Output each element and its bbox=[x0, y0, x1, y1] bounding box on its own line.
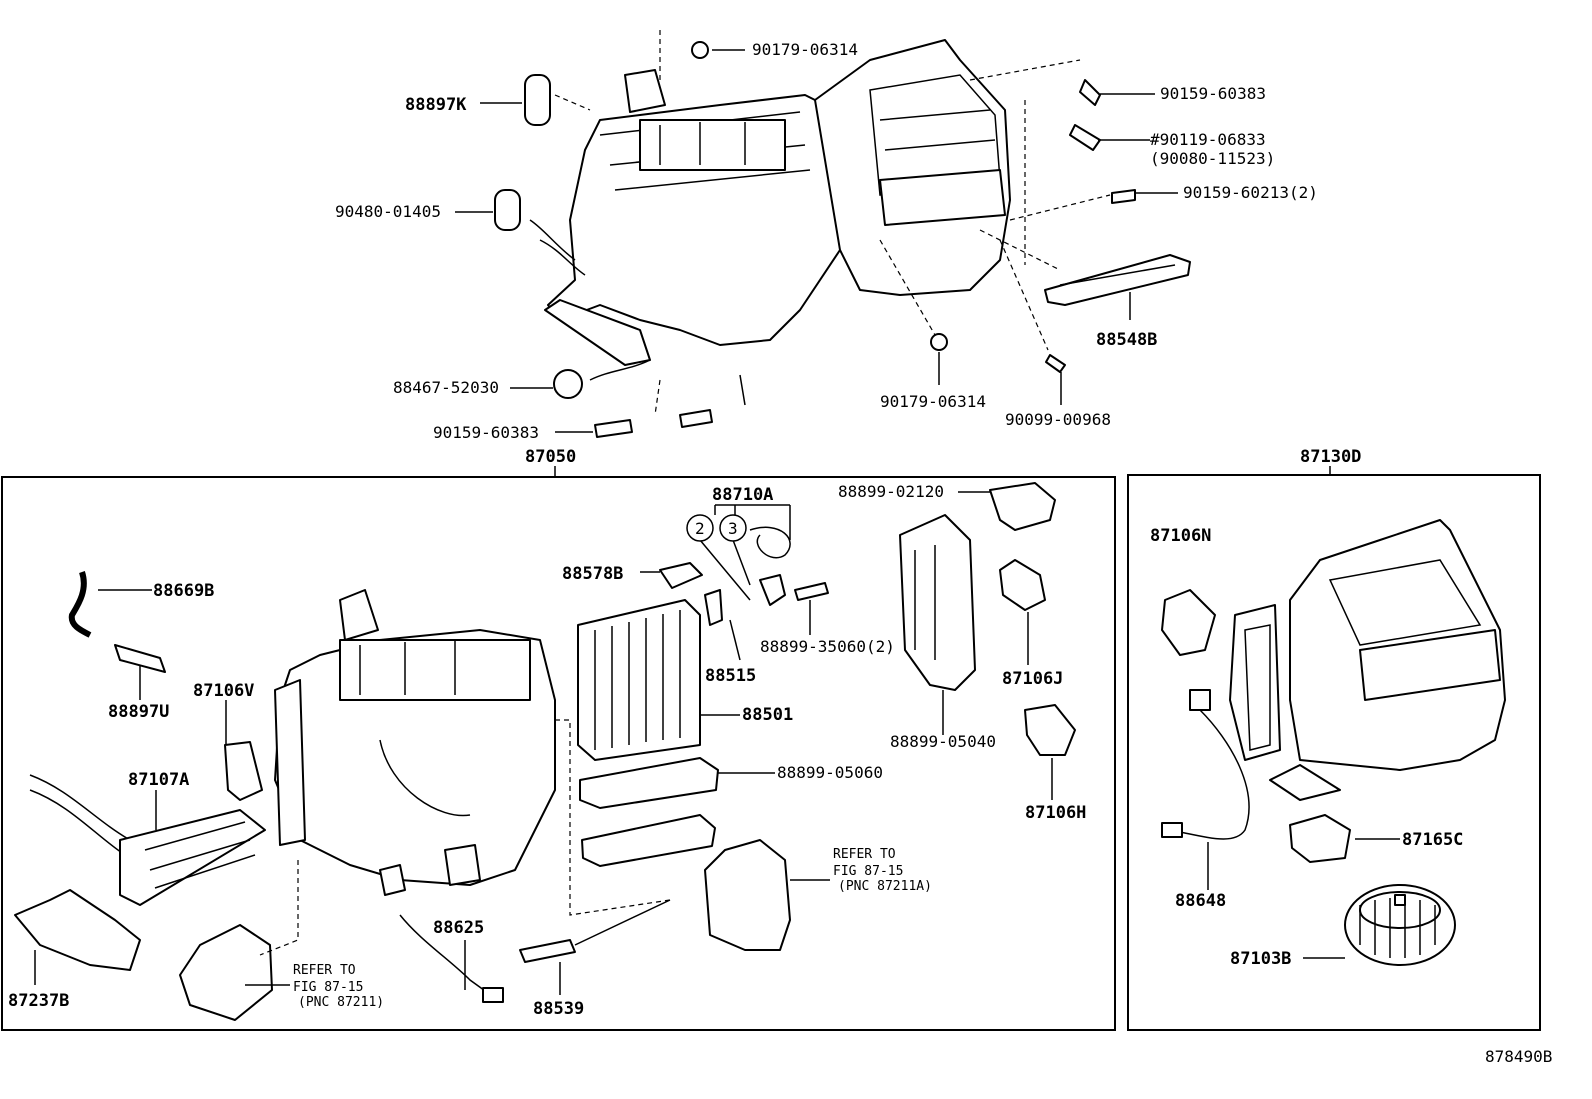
blower-assembly-drawing bbox=[1229, 519, 1506, 801]
lower-left-parts bbox=[14, 571, 504, 1021]
blower-box-parts bbox=[1161, 589, 1456, 966]
refer-note-right: REFER TO FIG 87-15 (PNC 87211A) bbox=[833, 847, 932, 894]
label-88548B: 88548B bbox=[1096, 330, 1157, 350]
diagram-id: 878490B bbox=[1485, 1047, 1552, 1066]
upper-fasteners bbox=[494, 41, 1136, 438]
refer-note-left: REFER TO FIG 87-15 (PNC 87211) bbox=[293, 963, 384, 1010]
label-87106J: 87106J bbox=[1002, 669, 1063, 689]
lower-unit-drawing bbox=[274, 589, 556, 896]
label-87103B: 87103B bbox=[1230, 949, 1291, 969]
label-87106H: 87106H bbox=[1025, 803, 1086, 823]
upper-unit-drawing bbox=[529, 39, 1191, 406]
label-90119-06833: #90119-06833 bbox=[1150, 130, 1266, 149]
label-87237B: 87237B bbox=[8, 991, 69, 1011]
label-87106V: 87106V bbox=[193, 681, 254, 701]
group-box-87130D bbox=[1127, 474, 1541, 1031]
label-87106N: 87106N bbox=[1150, 526, 1211, 546]
refer-right-line2: FIG 87-15 bbox=[833, 864, 903, 879]
upper-part-labels: 90179-06314 88897K 90159-60383 #90119-06… bbox=[335, 40, 1318, 442]
callouts: 2 3 bbox=[686, 514, 747, 542]
refer-left-line1: REFER TO bbox=[293, 963, 356, 978]
label-88899-35060: 88899-35060(2) bbox=[760, 637, 895, 656]
callout-2: 2 bbox=[695, 519, 705, 538]
label-87130D: 87130D bbox=[1300, 447, 1361, 467]
lower-middle-parts bbox=[519, 526, 829, 963]
label-87165C: 87165C bbox=[1402, 830, 1463, 850]
label-88625: 88625 bbox=[433, 918, 484, 938]
label-87107A: 87107A bbox=[128, 770, 189, 790]
callout-3: 3 bbox=[728, 519, 738, 538]
label-88467-52030: 88467-52030 bbox=[393, 378, 499, 397]
label-88539: 88539 bbox=[533, 999, 584, 1019]
refer-left-line2: FIG 87-15 bbox=[293, 980, 363, 995]
lower-right-column-parts bbox=[899, 482, 1076, 756]
group-box-87050 bbox=[1, 476, 1116, 1031]
label-88669B: 88669B bbox=[153, 581, 214, 601]
blower-box-leaders bbox=[1207, 838, 1400, 959]
blower-box-labels: 87106N 87165C 88648 87103B bbox=[1150, 526, 1463, 969]
lower-part-labels: 88710A 88899-02120 88578B 88669B 88897U … bbox=[8, 482, 1086, 1019]
label-88899-05060: 88899-05060 bbox=[777, 763, 883, 782]
label-90159-60383-top: 90159-60383 bbox=[1160, 84, 1266, 103]
label-88897K: 88897K bbox=[405, 95, 467, 115]
label-88515: 88515 bbox=[705, 666, 756, 686]
label-87050: 87050 bbox=[525, 447, 576, 467]
lower-leader-lines bbox=[34, 491, 1053, 995]
refer-left-line3: (PNC 87211) bbox=[298, 995, 384, 1010]
refer-right-line3: (PNC 87211A) bbox=[838, 879, 932, 894]
label-88899-02120: 88899-02120 bbox=[838, 482, 944, 501]
label-88648: 88648 bbox=[1175, 891, 1226, 911]
label-88710A: 88710A bbox=[712, 485, 773, 505]
label-90179-06314-top: 90179-06314 bbox=[752, 40, 858, 59]
upper-leader-lines bbox=[455, 49, 1178, 433]
upper-dashed-refs bbox=[554, 30, 1111, 416]
label-88501: 88501 bbox=[742, 705, 793, 725]
label-88899-05040: 88899-05040 bbox=[890, 732, 996, 751]
label-90179-06314-mid: 90179-06314 bbox=[880, 392, 986, 411]
label-90159-60383-bot: 90159-60383 bbox=[433, 423, 539, 442]
label-88578B: 88578B bbox=[562, 564, 623, 584]
label-90480-01405: 90480-01405 bbox=[335, 202, 441, 221]
label-90099-00968: 90099-00968 bbox=[1005, 410, 1111, 429]
lower-dashed-refs bbox=[259, 719, 671, 956]
label-90080-11523: (90080-11523) bbox=[1150, 149, 1275, 168]
refer-right-line1: REFER TO bbox=[833, 847, 896, 862]
label-90159-60213: 90159-60213(2) bbox=[1183, 183, 1318, 202]
label-88897U: 88897U bbox=[108, 702, 169, 722]
